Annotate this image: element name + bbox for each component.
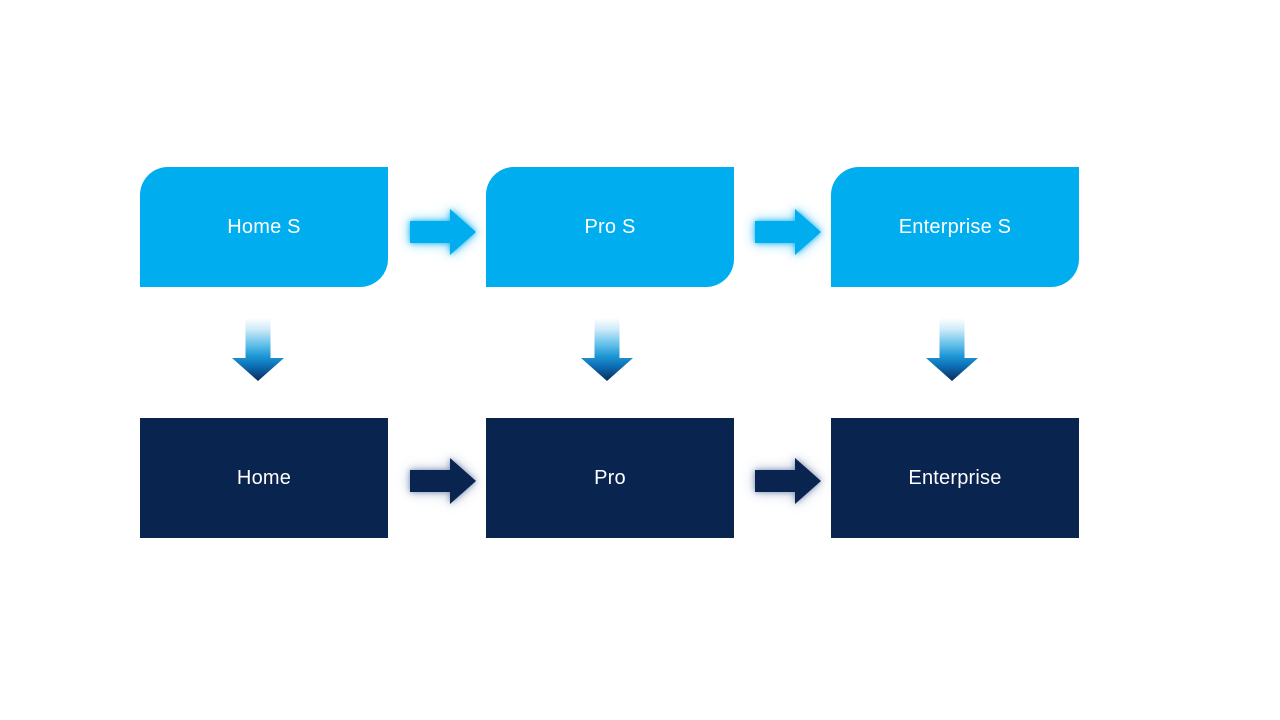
arrow-down-icon [926,318,978,381]
node-pro: Pro [486,418,734,538]
arrow-right-icon [755,458,821,504]
node-enterprise-s: Enterprise S [831,167,1079,287]
node-label: Pro [594,466,626,489]
node-pro-s: Pro S [486,167,734,287]
node-home: Home [140,418,388,538]
node-label: Enterprise S [898,215,1012,238]
arrow-down-icon [581,318,633,381]
node-home-s: Home S [140,167,388,287]
arrow-down-icon [232,318,284,381]
node-label: Pro S [584,215,636,238]
node-label: Home S [227,215,301,238]
node-label: Enterprise [908,466,1002,489]
arrow-right-icon [410,209,476,255]
node-label: Home [236,466,292,489]
arrow-right-icon [410,458,476,504]
arrow-right-icon [755,209,821,255]
node-enterprise: Enterprise [831,418,1079,538]
